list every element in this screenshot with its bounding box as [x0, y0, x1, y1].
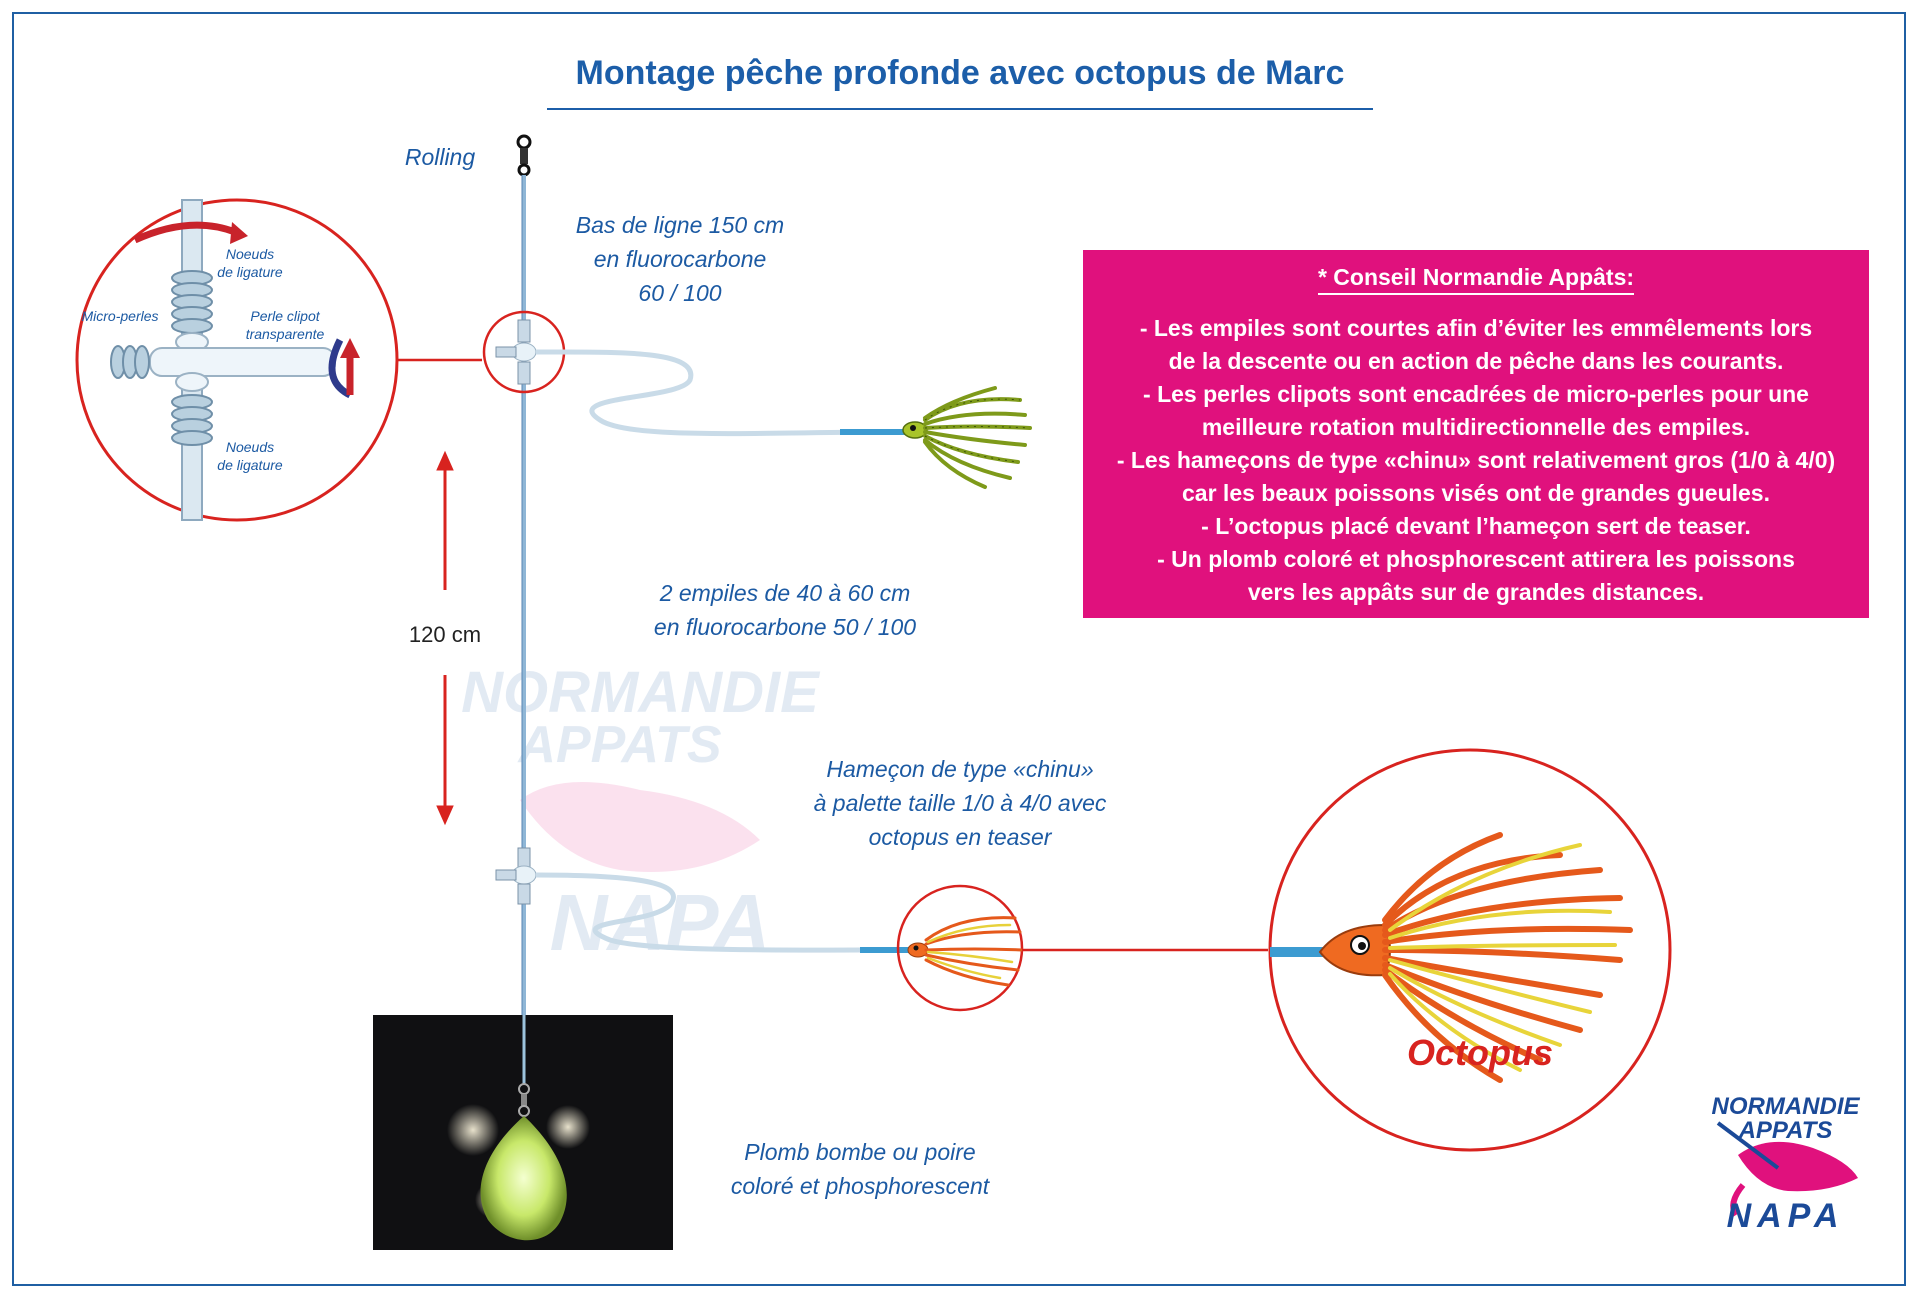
advice-line: - Les hameçons de type «chinu» sont rela… — [1116, 447, 1836, 473]
svg-text:APPATS: APPATS — [516, 716, 722, 774]
upper-knot — [171, 270, 213, 334]
advice-line: de la descente ou en action de pêche dan… — [1168, 348, 1784, 374]
sinker-label: Plomb bombe ou poire coloré et phosphore… — [730, 1139, 990, 1199]
detail-illustration — [110, 199, 360, 521]
knots-top-label: Noeuds de ligature — [217, 246, 283, 280]
advice-text: - Les empiles sont courtes afin d’éviter… — [1083, 312, 1869, 609]
side-knot — [110, 345, 150, 379]
upper-snood — [535, 349, 901, 437]
micro-beads-label: Micro-perles — [81, 308, 159, 324]
upper-junction — [495, 319, 537, 385]
advice-line: - L’octopus placé devant l’hameçon sert … — [1201, 513, 1751, 539]
small-octopus-circle — [896, 884, 1024, 1012]
logo-line3: NAPA — [1726, 1197, 1845, 1235]
rotation-arrow-top — [133, 221, 237, 244]
large-octopus — [1270, 832, 1633, 1083]
brand-logo: NORMANDIE APPATS NAPA — [1708, 1093, 1863, 1235]
advice-heading: * Conseil Normandie Appâts: — [1083, 264, 1869, 295]
clip-bead — [149, 347, 336, 377]
advice-line: - Les empiles sont courtes afin d’éviter… — [1139, 315, 1813, 341]
sinker-photo — [373, 1015, 673, 1250]
diagram-title: Montage pêche profonde avec octopus de M… — [575, 54, 1345, 92]
lower-junction — [495, 847, 537, 905]
lower-knot — [171, 394, 213, 446]
svg-text:NAPA: NAPA — [550, 878, 771, 967]
lower-snood — [535, 872, 906, 953]
page-frame — [12, 12, 1906, 1286]
title-underline — [547, 108, 1373, 110]
svg-text:NORMANDIE: NORMANDIE — [461, 660, 821, 725]
leader-label: Bas de ligne 150 cm en fluorocarbone 60 … — [575, 212, 785, 306]
advice-line: vers les appâts sur de grandes distances… — [1247, 579, 1705, 605]
distance-arrow — [436, 450, 454, 826]
logo-fish-icon — [1716, 1121, 1858, 1217]
small-octopus — [907, 916, 1024, 987]
rolling-label: Rolling — [404, 144, 476, 170]
octopus-label: Octopus — [1406, 1032, 1553, 1073]
knots-bottom-label: Noeuds de ligature — [217, 439, 283, 473]
watermark-logo: NORMANDIE APPATS NAPA — [461, 660, 821, 967]
advice-box: * Conseil Normandie Appâts: - Les empile… — [1083, 250, 1869, 618]
glowing-sinker — [447, 1015, 590, 1241]
logo-line1: NORMANDIE — [1711, 1093, 1860, 1120]
clip-bead-label: Perle clipot transparente — [245, 308, 325, 342]
advice-line: car les beaux poissons visés ont de gran… — [1182, 480, 1770, 506]
upper-octopus — [902, 386, 1032, 489]
advice-line: - Un plomb coloré et phosphorescent atti… — [1157, 546, 1795, 572]
distance-label: 120 cm — [400, 622, 490, 648]
advice-line: meilleure rotation multidirectionnelle d… — [1201, 414, 1751, 440]
rotation-arrow-right — [328, 338, 352, 399]
logo-line2: APPATS — [1738, 1117, 1833, 1144]
snoods-label: 2 empiles de 40 à 60 cm en fluorocarbone… — [653, 580, 917, 640]
rolling-swivel — [516, 134, 532, 177]
hook-label: Hameçon de type «chinu» à palette taille… — [813, 756, 1107, 850]
advice-line: - Les perles clipots sont encadrées de m… — [1143, 381, 1809, 407]
